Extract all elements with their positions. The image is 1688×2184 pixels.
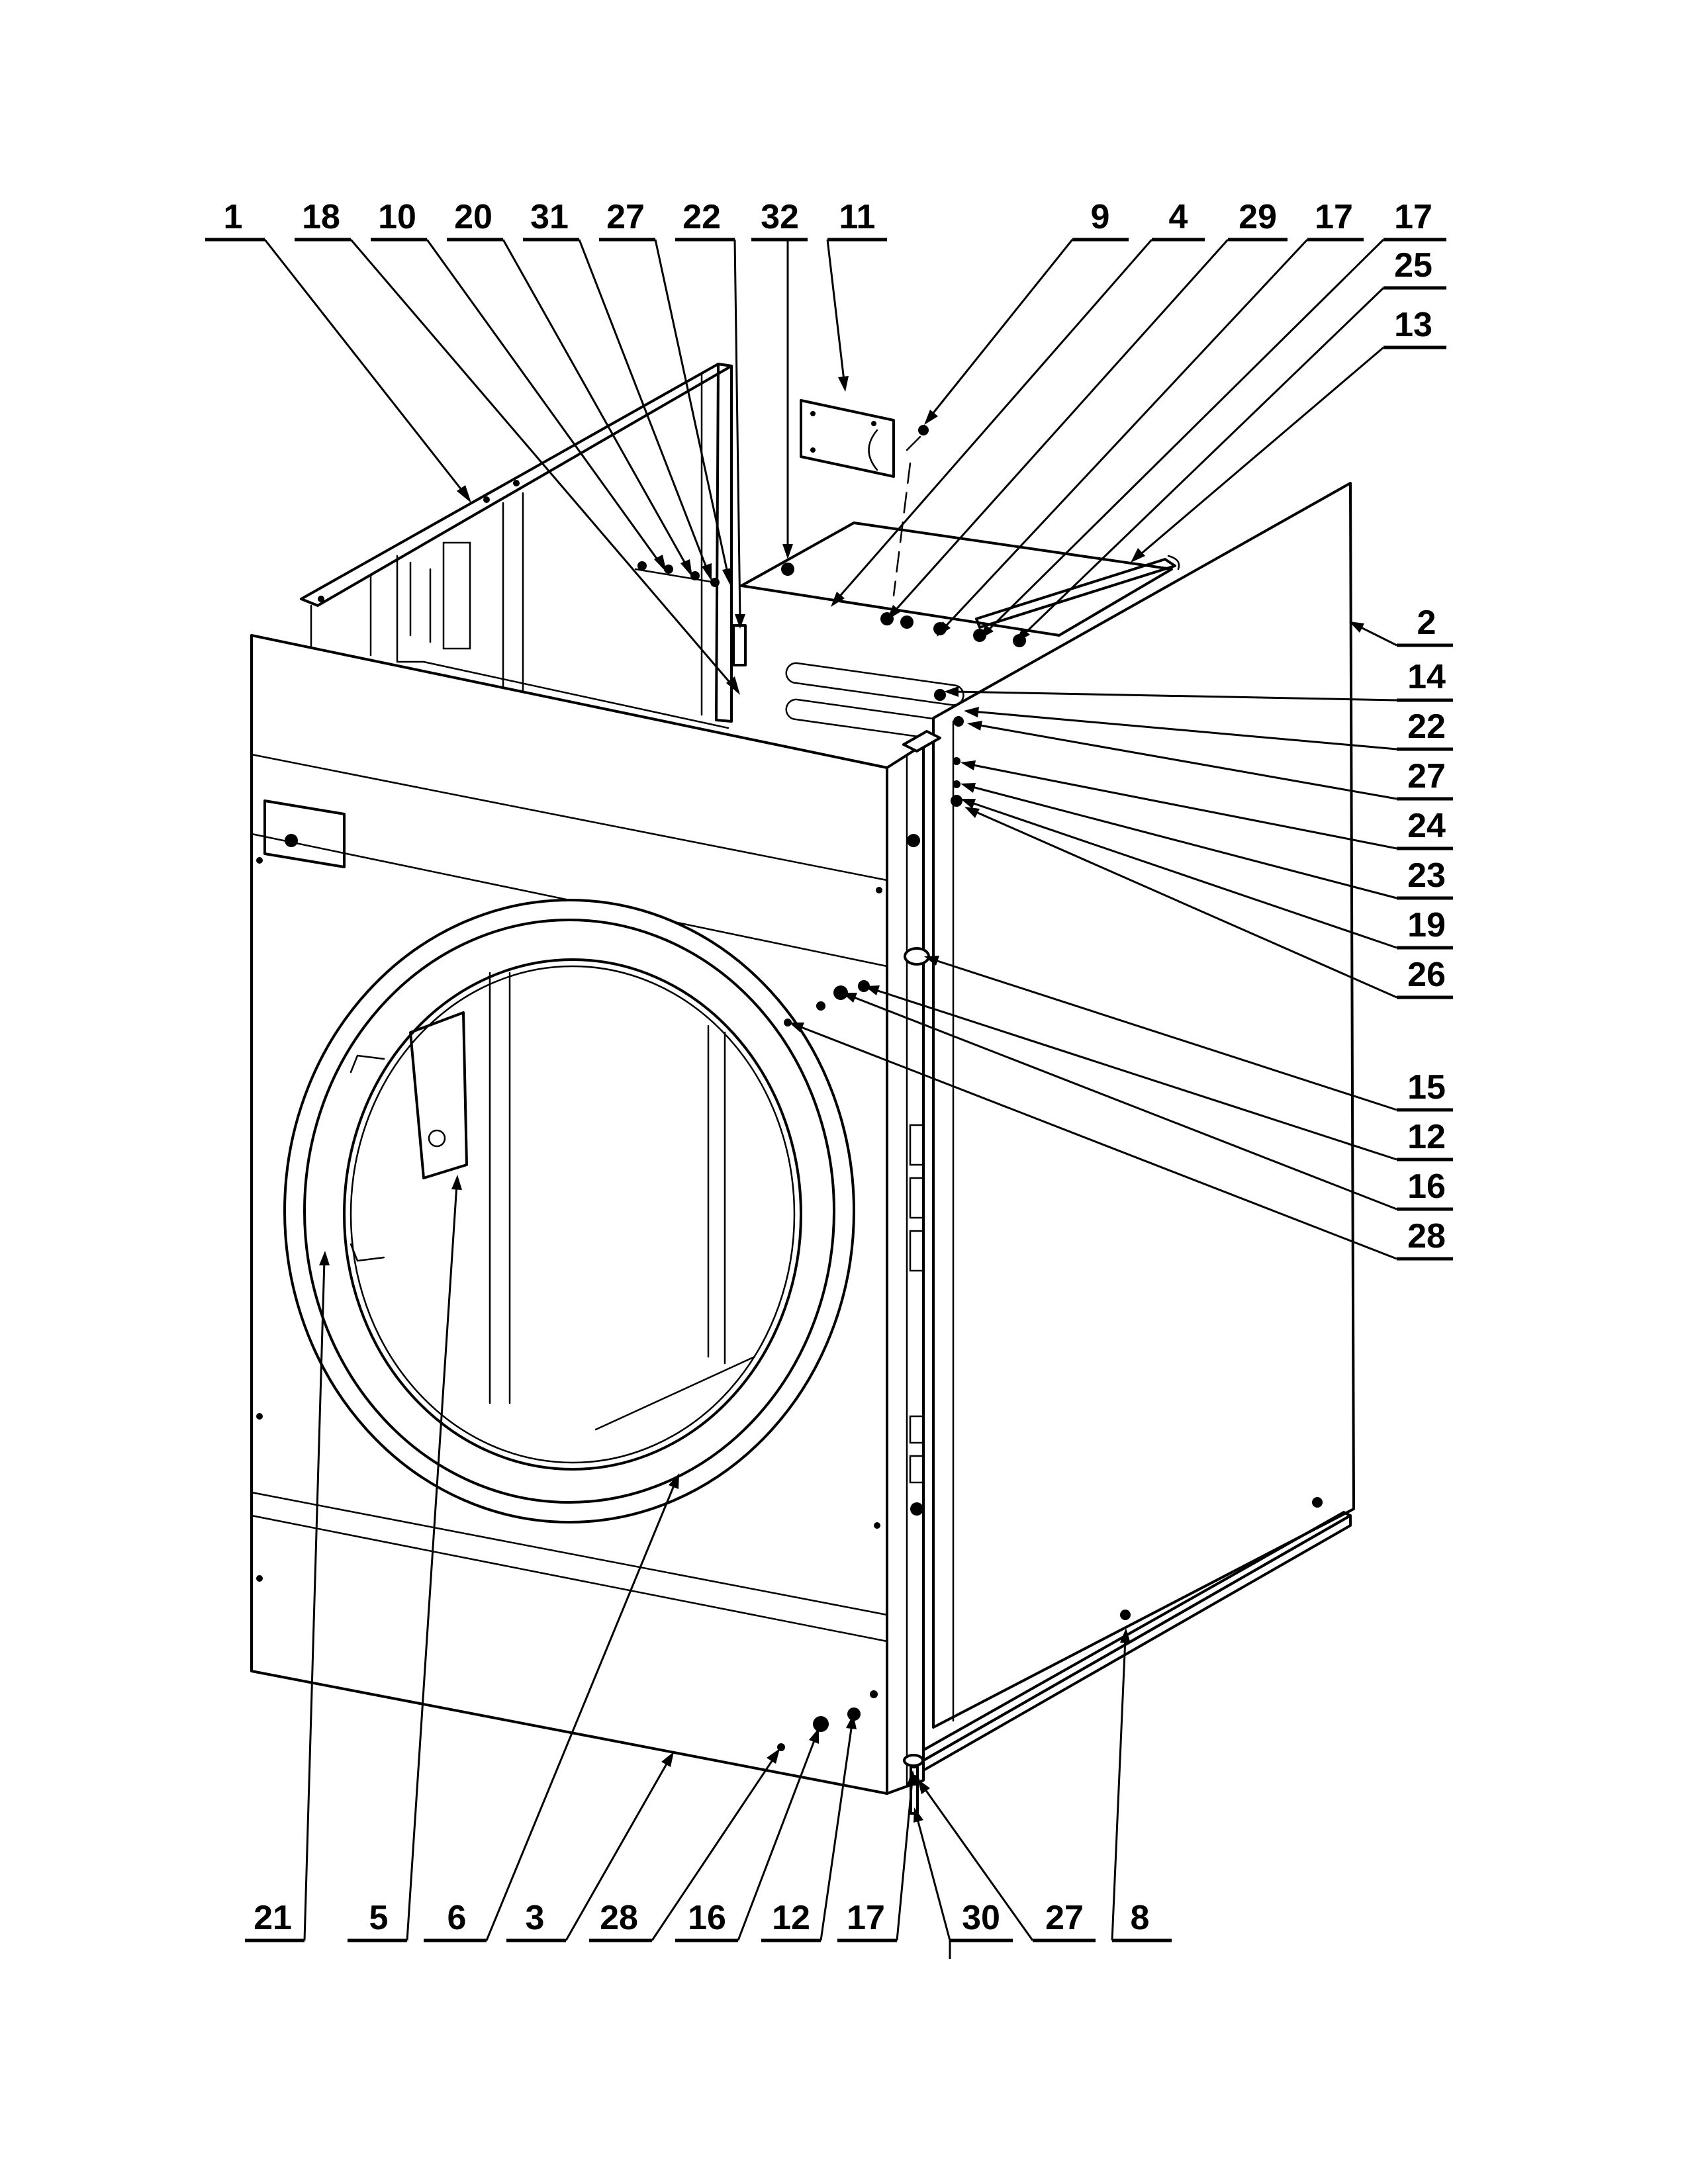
callout-29: 29: [887, 198, 1288, 620]
callout-10-label: 10: [378, 198, 416, 236]
callout-28-bottom: 28: [589, 1749, 780, 1942]
callout-2-label: 2: [1417, 604, 1436, 642]
callout-8: 8: [1111, 1628, 1172, 1942]
rod-part: [975, 555, 1180, 629]
callout-11: 11: [826, 198, 887, 392]
callout-17-top-right-label: 17: [1394, 198, 1432, 236]
callout-labels: 1 18 10 20 31 2: [205, 198, 1453, 1959]
side-fasteners-upper: [784, 947, 930, 1026]
callout-15-label: 15: [1407, 1068, 1446, 1107]
callout-10: 10: [371, 198, 667, 572]
flange-slots: [909, 1124, 925, 1484]
callout-26: 26: [964, 807, 1453, 999]
callout-30-label: 30: [962, 1899, 1000, 1937]
callout-9: 9: [924, 198, 1129, 425]
callout-8-label: 8: [1131, 1899, 1150, 1937]
callout-15: 15: [924, 956, 1453, 1112]
cover-plate-part: [800, 399, 895, 478]
callout-5: 5: [348, 1175, 462, 1942]
callout-17-bottom-label: 17: [847, 1899, 885, 1937]
rear-frame-part: [300, 363, 733, 729]
callout-24-label: 24: [1407, 807, 1446, 845]
callout-17-bottom: 17: [837, 1770, 917, 1942]
callout-12-bottom-label: 12: [772, 1899, 810, 1937]
callout-4-label: 4: [1169, 198, 1188, 236]
callout-18-label: 18: [302, 198, 340, 236]
callout-22-right: 22: [964, 707, 1453, 751]
corner-hardware: [902, 689, 964, 807]
callout-20: 20: [447, 198, 692, 577]
callout-1-label: 1: [224, 198, 243, 236]
callout-19: 19: [961, 799, 1453, 950]
callout-16-right: 16: [842, 993, 1453, 1211]
callout-22-top-label: 22: [682, 198, 721, 236]
callout-28-bottom-label: 28: [600, 1899, 638, 1937]
callout-32-label: 32: [761, 198, 799, 236]
callout-17-top-right: 17: [979, 198, 1446, 639]
callout-27-right-label: 27: [1407, 757, 1446, 796]
callout-30: 30: [914, 1807, 1013, 1959]
callout-19-label: 19: [1407, 906, 1446, 944]
callout-27-bottom-label: 27: [1045, 1899, 1084, 1937]
callout-2: 2: [1349, 604, 1453, 647]
callout-24: 24: [961, 760, 1453, 850]
right-side-panel: [932, 482, 1355, 1729]
callout-32: 32: [751, 198, 808, 559]
callout-21: 21: [245, 1251, 330, 1942]
callout-29-label: 29: [1239, 198, 1277, 236]
callout-28-right-label: 28: [1407, 1217, 1446, 1255]
callout-14: 14: [944, 658, 1453, 702]
callout-22-right-label: 22: [1407, 707, 1446, 746]
callout-14-label: 14: [1407, 658, 1446, 696]
callout-27-top-label: 27: [606, 198, 645, 236]
callout-31-label: 31: [530, 198, 569, 236]
callout-12-bottom: 12: [761, 1714, 857, 1942]
callout-4: 4: [831, 198, 1205, 607]
callout-13-label: 13: [1394, 306, 1432, 344]
callout-22-top: 22: [675, 198, 745, 629]
callout-23: 23: [961, 783, 1453, 900]
callout-12-right-label: 12: [1407, 1118, 1446, 1156]
callout-1: 1: [205, 198, 471, 503]
callout-6: 6: [424, 1473, 679, 1942]
callout-31: 31: [523, 198, 712, 581]
callout-25-label: 25: [1394, 246, 1432, 285]
callout-5-label: 5: [369, 1899, 389, 1937]
callout-13: 13: [1131, 306, 1446, 563]
callout-21-label: 21: [254, 1899, 292, 1937]
top-hardware-cluster: [634, 561, 794, 666]
dryer-cabinet-drawing: [250, 363, 1355, 1815]
callout-12-right: 12: [865, 985, 1453, 1161]
callout-17-top: 17: [937, 198, 1364, 637]
callout-3: 3: [506, 1752, 674, 1942]
callout-27-bottom: 27: [917, 1779, 1096, 1942]
callout-16-bottom-label: 16: [688, 1899, 726, 1937]
callout-16-bottom: 16: [675, 1728, 819, 1942]
callout-17-top-label: 17: [1315, 198, 1353, 236]
callout-3-label: 3: [526, 1899, 545, 1937]
loading-door-ring: [283, 899, 855, 1524]
callout-6-label: 6: [447, 1899, 467, 1937]
front-corner-flange: [886, 743, 925, 1795]
callout-26-label: 26: [1407, 956, 1446, 994]
callout-27-right: 27: [967, 721, 1453, 801]
callout-23-label: 23: [1407, 856, 1446, 895]
callout-18: 18: [295, 198, 740, 695]
callout-27-top: 27: [599, 198, 732, 585]
callout-9-label: 9: [1091, 198, 1110, 236]
screw-assembly: [892, 425, 929, 597]
callout-11-label: 11: [839, 198, 876, 236]
drum-interior: [350, 972, 756, 1431]
callout-20-label: 20: [454, 198, 492, 236]
callout-28-right: 28: [789, 1023, 1453, 1261]
callout-25: 25: [1015, 246, 1446, 643]
callout-16-right-label: 16: [1407, 1167, 1446, 1206]
